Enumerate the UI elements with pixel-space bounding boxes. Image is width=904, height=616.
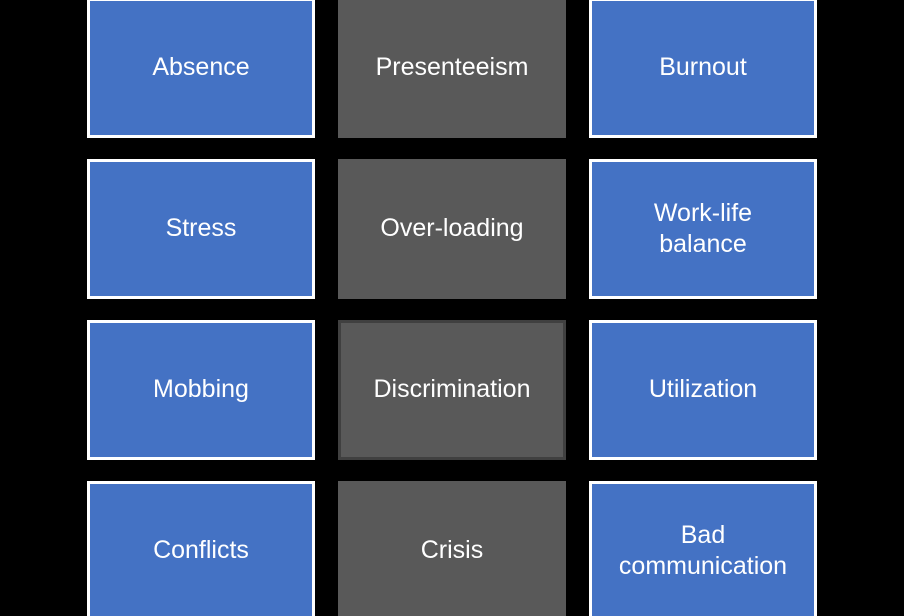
cell-crisis: Crisis [338,481,566,616]
cell-burnout: Burnout [589,0,817,138]
cell-utilization: Utilization [589,320,817,460]
cell-stress: Stress [87,159,315,299]
cell-mobbing: Mobbing [87,320,315,460]
issues-grid: Absence Presenteeism Burnout Stress Over… [87,0,817,616]
cell-conflicts: Conflicts [87,481,315,616]
cell-work-life-balance: Work-life balance [589,159,817,299]
cell-presenteeism: Presenteeism [338,0,566,138]
cell-over-loading: Over-loading [338,159,566,299]
cell-discrimination: Discrimination [338,320,566,460]
cell-bad-communication: Bad communication [589,481,817,616]
cell-absence: Absence [87,0,315,138]
